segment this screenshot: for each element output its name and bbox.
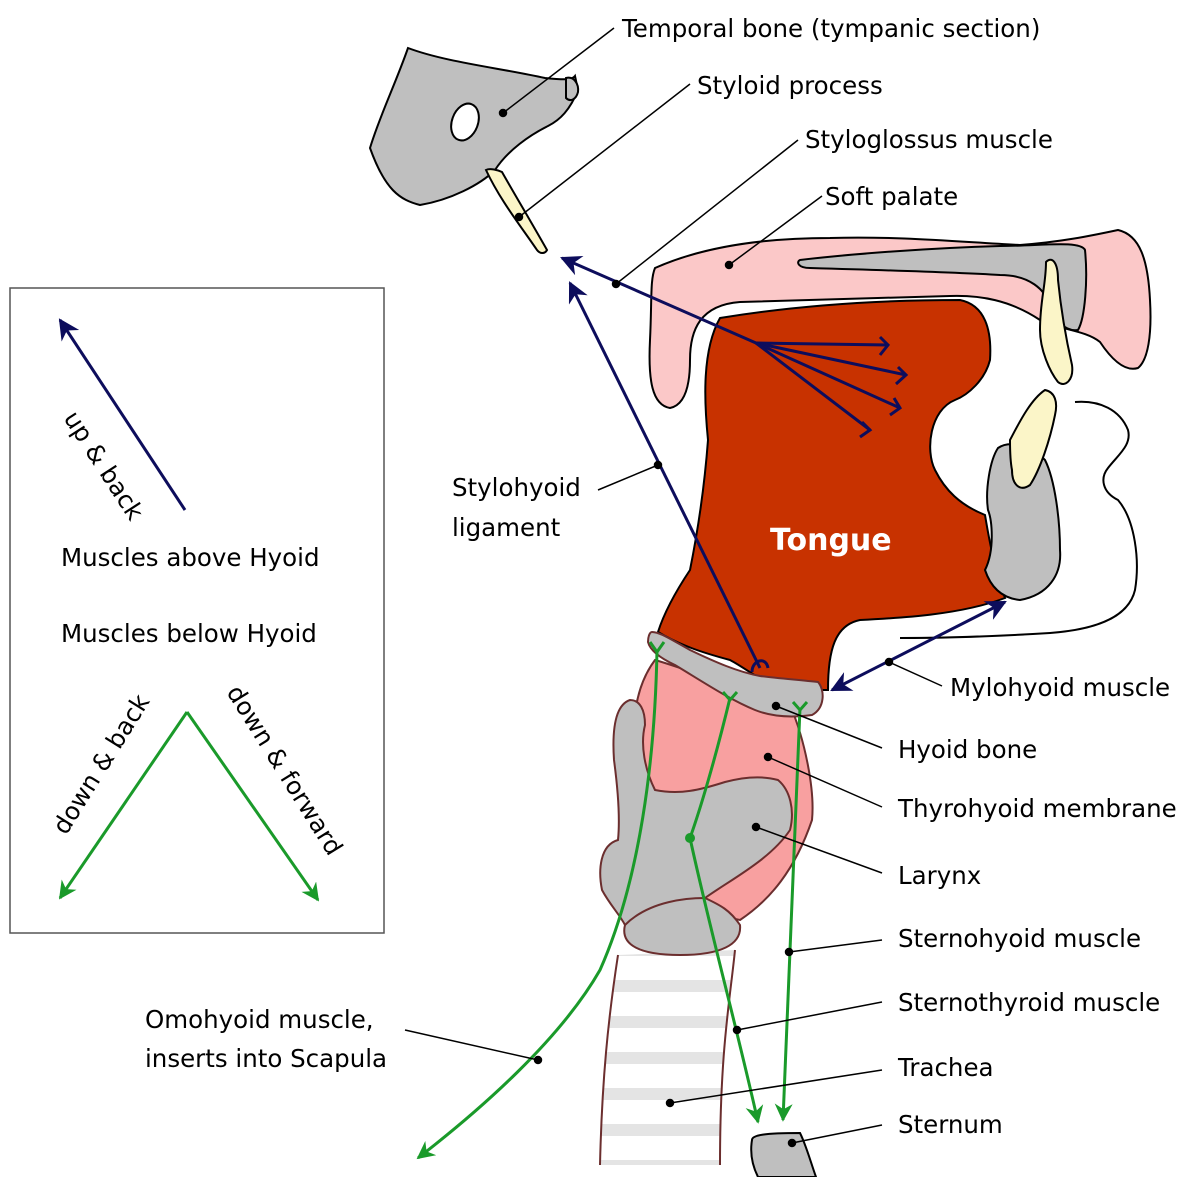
legend-muscles-below-hyoid: Muscles below Hyoid — [61, 619, 317, 648]
label-omohyoid-line2: inserts into Scapula — [145, 1044, 387, 1073]
legend-box: up & back Muscles above Hyoid Muscles be… — [10, 288, 384, 933]
label-styloglossus-muscle: Styloglossus muscle — [805, 125, 1053, 154]
label-hyoid-bone: Hyoid bone — [898, 735, 1037, 764]
label-trachea: Trachea — [897, 1053, 994, 1082]
tongue-label: Tongue — [770, 523, 892, 558]
temporal-bone — [370, 48, 578, 205]
label-styloid-process: Styloid process — [697, 71, 883, 100]
legend-muscles-above-hyoid: Muscles above Hyoid — [61, 543, 320, 572]
label-thyrohyoid-membrane: Thyrohyoid membrane — [897, 794, 1177, 823]
label-sternohyoid-muscle: Sternohyoid muscle — [898, 924, 1141, 953]
label-soft-palate: Soft palate — [825, 182, 958, 211]
label-mylohyoid-muscle: Mylohyoid muscle — [950, 673, 1170, 702]
label-sternothyroid-muscle: Sternothyroid muscle — [898, 988, 1160, 1017]
trachea — [600, 950, 735, 1165]
label-stylohyoid-line1: Stylohyoid — [452, 473, 581, 502]
label-sternum: Sternum — [898, 1110, 1003, 1139]
label-temporal-bone: Temporal bone (tympanic section) — [621, 14, 1040, 43]
label-omohyoid-line1: Omohyoid muscle, — [145, 1005, 374, 1034]
label-stylohyoid-line2: ligament — [452, 513, 561, 542]
label-larynx: Larynx — [898, 861, 981, 890]
styloid-process — [486, 169, 547, 253]
